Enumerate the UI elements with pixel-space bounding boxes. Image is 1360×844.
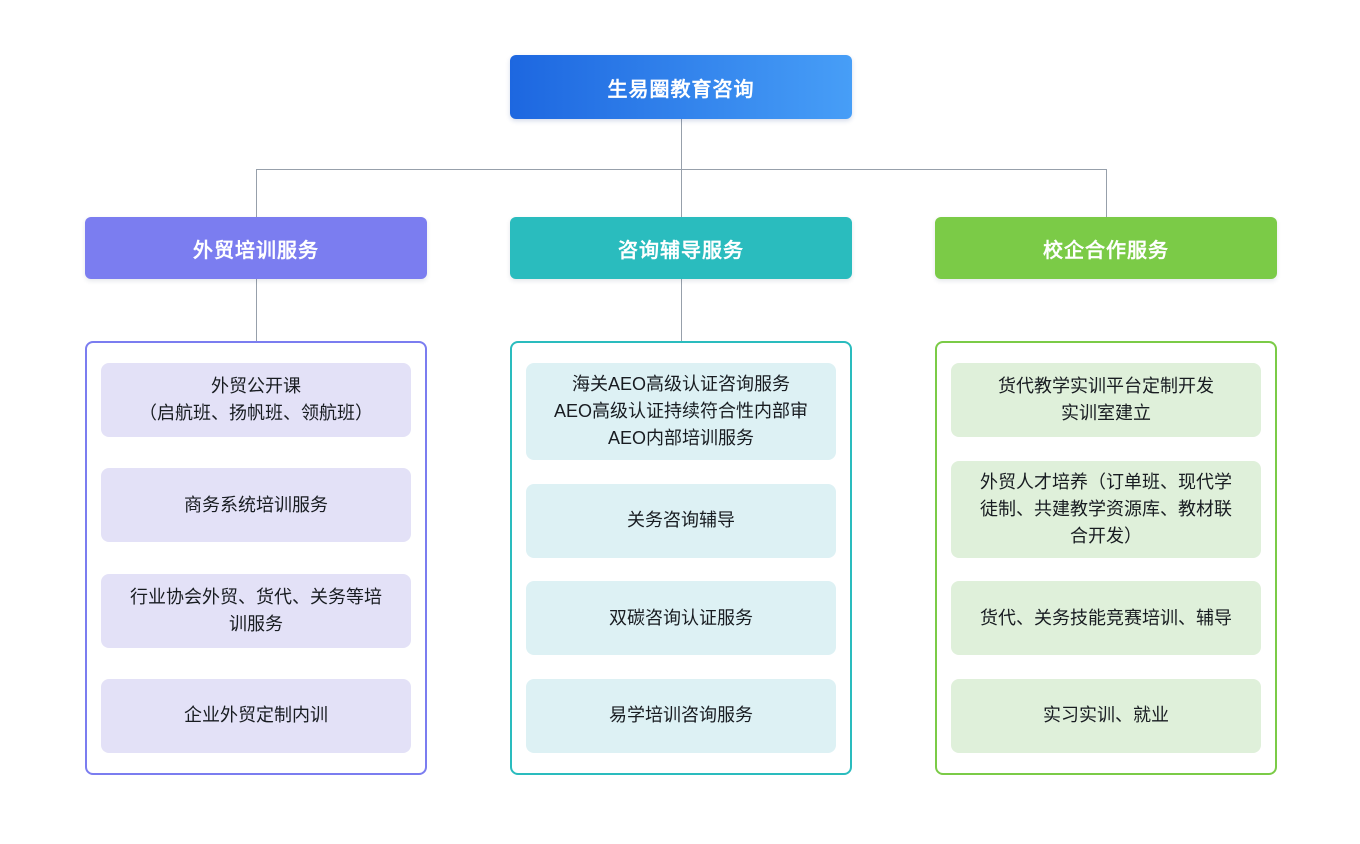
leaf-node: 易学培训咨询服务 (526, 678, 836, 753)
branch-header-label: 校企合作服务 (1043, 239, 1169, 262)
leaf-node-label: 实习实训、就业 (1043, 705, 1169, 726)
leaf-node: 双碳咨询认证服务 (526, 581, 836, 656)
branch-header: 校企合作服务 (935, 217, 1277, 279)
leaf-node: 关务咨询辅导 (526, 483, 836, 558)
root-node-label: 生易圈教育咨询 (607, 78, 755, 101)
leaf-node: 外贸人才培养（订单班、现代学徒制、共建教学资源库、教材联合开发） (951, 460, 1261, 558)
leaf-node: 海关AEO高级认证咨询服务 AEO高级认证持续符合性内部审 AEO内部培训服务 (526, 363, 836, 460)
leaf-node: 行业协会外贸、货代、关务等培训服务 (101, 573, 411, 648)
leaf-node: 企业外贸定制内训 (101, 678, 411, 753)
leaf-node-label: 双碳咨询认证服务 (609, 607, 753, 628)
leaf-node-label: 易学培训咨询服务 (609, 705, 753, 726)
leaf-node: 外贸公开课 （启航班、扬帆班、领航班） (101, 363, 411, 437)
leaf-node-label: 海关AEO高级认证咨询服务 AEO高级认证持续符合性内部审 AEO内部培训服务 (553, 374, 808, 448)
leaf-node-label: 关务咨询辅导 (627, 510, 735, 531)
leaf-node-label: 商务系统培训服务 (184, 494, 328, 515)
column-school-enterprise-cooperation: 校企合作服务 货代教学实训平台定制开发 实训室建立 外贸人才培养（订单班、现代学… (935, 217, 1277, 775)
leaf-node: 商务系统培训服务 (101, 468, 411, 543)
connector-header-body-1 (256, 279, 257, 341)
column-foreign-trade-training: 外贸培训服务 外贸公开课 （启航班、扬帆班、领航班） 商务系统培训服务 行业协会… (85, 217, 427, 775)
leaf-node-label: 货代教学实训平台定制开发 实训室建立 (998, 376, 1214, 423)
root-node: 生易圈教育咨询 (510, 55, 852, 119)
leaf-node: 货代教学实训平台定制开发 实训室建立 (951, 363, 1261, 437)
leaf-node-label: 外贸公开课 （启航班、扬帆班、领航班） (139, 376, 373, 423)
branch-container: 货代教学实训平台定制开发 实训室建立 外贸人才培养（订单班、现代学徒制、共建教学… (935, 341, 1277, 775)
leaf-node: 货代、关务技能竞赛培训、辅导 (951, 581, 1261, 656)
branch-header: 外贸培训服务 (85, 217, 427, 279)
connector-drop-branch-1 (256, 169, 257, 217)
branch-container: 外贸公开课 （启航班、扬帆班、领航班） 商务系统培训服务 行业协会外贸、货代、关… (85, 341, 427, 775)
leaf-node: 实习实训、就业 (951, 678, 1261, 753)
connector-header-body-2 (681, 279, 682, 341)
branch-header-label: 咨询辅导服务 (618, 239, 744, 262)
leaf-node-label: 货代、关务技能竞赛培训、辅导 (980, 607, 1232, 628)
leaf-node-label: 行业协会外贸、货代、关务等培训服务 (130, 586, 382, 634)
connector-drop-branch-2 (681, 169, 682, 217)
leaf-node-label: 企业外贸定制内训 (184, 705, 328, 726)
connector-drop-branch-3 (1106, 169, 1107, 217)
branch-header: 咨询辅导服务 (510, 217, 852, 279)
column-consulting-coaching: 咨询辅导服务 海关AEO高级认证咨询服务 AEO高级认证持续符合性内部审 AEO… (510, 217, 852, 775)
branch-container: 海关AEO高级认证咨询服务 AEO高级认证持续符合性内部审 AEO内部培训服务 … (510, 341, 852, 775)
leaf-node-label: 外贸人才培养（订单班、现代学徒制、共建教学资源库、教材联合开发） (980, 471, 1232, 546)
branch-header-label: 外贸培训服务 (193, 239, 319, 262)
connector-root-stem (681, 119, 682, 169)
